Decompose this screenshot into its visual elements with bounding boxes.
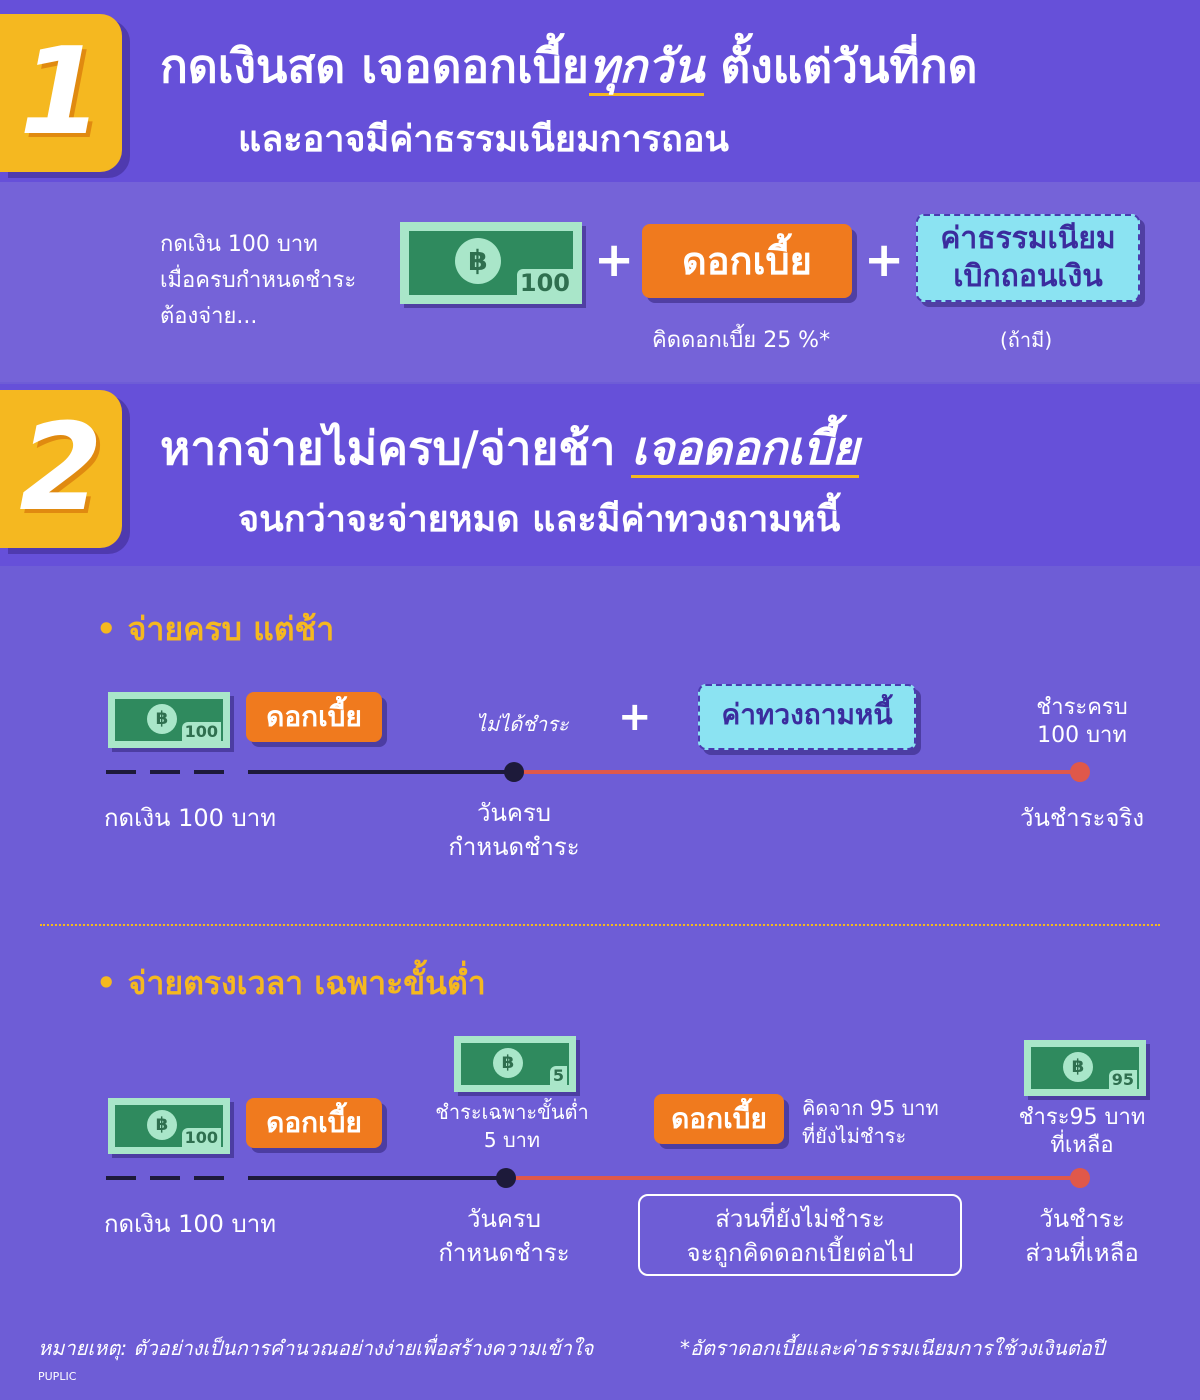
case1-due-line1: วันครบ — [476, 799, 552, 827]
withdrawal-fee-badge: ค่าธรรมเนียม เบิกถอนเงิน — [916, 214, 1140, 302]
case2-rest-line1: ชำระ95 บาท — [1018, 1105, 1146, 1130]
case2-dash-1 — [106, 1176, 136, 1180]
case1-due-dot — [504, 762, 524, 782]
case1-unpaid-label: ไม่ได้ชำระ — [476, 712, 569, 736]
case2-due-dot — [496, 1168, 516, 1188]
section2-subtitle: จนกว่าจะจ่ายหมด และมีค่าทวงถามหนี้ — [238, 499, 841, 540]
case2-interest-badge: ดอกเบี้ย — [246, 1098, 382, 1148]
case2-banknote-amount: 100 — [181, 1128, 221, 1147]
banknote-amount: 100 — [516, 269, 573, 297]
case2-calc-line2: ที่ยังไม่ชำระ — [802, 1124, 907, 1148]
section1-title-emph: ทุกวัน — [588, 39, 705, 96]
section2-number: 2 — [0, 390, 122, 548]
section2-title-part1: หากจ่ายไม่ครบ/จ่ายช้า — [160, 421, 632, 475]
section1-intro-line3: ต้องจ่าย... — [160, 304, 258, 329]
case2-due-label: วันครบ กำหนดชำระ — [414, 1202, 594, 1270]
case1-paid-full: ชำระครบ 100 บาท — [1004, 694, 1160, 750]
case2-unpaid-note-box: ส่วนที่ยังไม่ชำระ จะถูกคิดดอกเบี้ยต่อไป — [638, 1194, 962, 1276]
case1-due-line2: กำหนดชำระ — [448, 833, 580, 861]
case2-min-pay-line1: ชำระเฉพาะขั้นต่ำ — [435, 1100, 589, 1124]
case2-rest-pay-line1: วันชำระ — [1039, 1205, 1125, 1233]
case2-timeline-black — [248, 1176, 506, 1180]
case1-heading: • จ่ายครบ แต่ช้า — [96, 610, 335, 648]
baht-symbol-icon: ฿ — [147, 704, 177, 734]
section-divider — [40, 924, 1160, 926]
section2-header — [0, 384, 1200, 566]
baht-symbol-icon: ฿ — [1063, 1052, 1093, 1082]
footer-brand: PUPLIC — [38, 1370, 77, 1383]
case1-interest-badge: ดอกเบี้ย — [246, 692, 382, 742]
case1-plus-icon: + — [618, 694, 652, 740]
case2-rest-banknote-amount: 95 — [1108, 1070, 1137, 1089]
section1-subtitle: และอาจมีค่าธรรมเนียมการถอน — [238, 119, 730, 160]
case2-timeline-red — [506, 1176, 1080, 1180]
section2-title-emph: เจอดอกเบี้ย — [631, 421, 860, 478]
case2-due-line1: วันครบ — [466, 1205, 542, 1233]
case2-rest-pay-label: วันชำระ ส่วนที่เหลือ — [1002, 1202, 1162, 1270]
case2-min-pay-line2: 5 บาท — [483, 1128, 541, 1152]
fee-optional-note: (ถ้ามี) — [1000, 328, 1053, 352]
case1-start-label: กดเงิน 100 บาท — [104, 804, 277, 832]
case1-paid-full-line1: ชำระครบ — [1036, 695, 1128, 720]
case1-banknote-amount: 100 — [181, 722, 221, 741]
section1-number: 1 — [0, 14, 122, 172]
baht-symbol-icon: ฿ — [147, 1110, 177, 1140]
case1-collection-fee-badge: ค่าทวงถามหนี้ — [698, 684, 916, 750]
section1-header — [0, 0, 1200, 182]
case1-actual-pay-label: วันชำระจริง — [1020, 804, 1145, 832]
case2-rest-banknote-icon: ฿ 95 — [1024, 1040, 1146, 1096]
case2-dash-2 — [150, 1176, 180, 1180]
baht-symbol-icon: ฿ — [455, 238, 501, 284]
footer-rate-note: *อัตราดอกเบี้ยและค่าธรรมเนียมการใช้วงเงิ… — [680, 1336, 1105, 1360]
case2-calc-line1: คิดจาก 95 บาท — [802, 1096, 939, 1120]
section1-intro-line2: เมื่อครบกำหนดชำระ — [160, 268, 357, 293]
withdrawal-fee-line1: ค่าธรรมเนียม — [940, 221, 1116, 256]
case2-heading: • จ่ายตรงเวลา เฉพาะขั้นต่ำ — [96, 964, 486, 1002]
case2-due-line2: กำหนดชำระ — [438, 1239, 570, 1267]
section1-title-part2: ตั้งแต่วันที่กด — [704, 39, 978, 93]
interest-badge: ดอกเบี้ย — [642, 224, 852, 298]
withdrawal-fee-line2: เบิกถอนเงิน — [953, 259, 1103, 294]
section1-intro-line1: กดเงิน 100 บาท — [160, 232, 318, 257]
case1-paid-full-line2: 100 บาท — [1037, 723, 1127, 748]
case2-rest-pay: ชำระ95 บาท ที่เหลือ — [1000, 1104, 1164, 1160]
section2-title: หากจ่ายไม่ครบ/จ่ายช้า เจอดอกเบี้ย — [160, 412, 860, 485]
plus-icon-2: + — [864, 232, 905, 288]
interest-rate-note: คิดดอกเบี้ย 25 %* — [652, 328, 831, 353]
case2-rest-pay-line2: ส่วนที่เหลือ — [1025, 1239, 1139, 1267]
case2-banknote-icon: ฿ 100 — [108, 1098, 230, 1154]
case1-due-label: วันครบ กำหนดชำระ — [424, 796, 604, 864]
case2-min-banknote-icon: ฿ 5 — [454, 1036, 576, 1092]
plus-icon: + — [594, 232, 635, 288]
banknote-icon: ฿ 100 — [400, 222, 582, 304]
case2-calc-note: คิดจาก 95 บาท ที่ยังไม่ชำระ — [802, 1094, 939, 1150]
case2-dash-3 — [194, 1176, 224, 1180]
section1-title-part1: กดเงินสด เจอดอกเบี้ย — [160, 39, 589, 93]
section1-title: กดเงินสด เจอดอกเบี้ยทุกวัน ตั้งแต่วันที่… — [160, 30, 978, 103]
footer-note: หมายเหตุ: ตัวอย่างเป็นการคำนวณอย่างง่ายเ… — [38, 1336, 594, 1360]
case2-interest-badge-2: ดอกเบี้ย — [654, 1094, 784, 1144]
case2-rest-line2: ที่เหลือ — [1050, 1133, 1114, 1158]
case1-dash-3 — [194, 770, 224, 774]
case2-min-pay: ชำระเฉพาะขั้นต่ำ 5 บาท — [420, 1098, 604, 1154]
case1-timeline-black — [248, 770, 514, 774]
case1-pay-dot — [1070, 762, 1090, 782]
case2-box-line1: ส่วนที่ยังไม่ชำระ — [715, 1205, 885, 1233]
case1-banknote-icon: ฿ 100 — [108, 692, 230, 748]
case1-timeline-red — [514, 770, 1080, 774]
case2-box-line2: จะถูกคิดดอกเบี้ยต่อไป — [686, 1239, 914, 1267]
baht-symbol-icon: ฿ — [493, 1048, 523, 1078]
case2-min-banknote-amount: 5 — [549, 1066, 567, 1085]
case2-start-label: กดเงิน 100 บาท — [104, 1210, 277, 1238]
case2-pay-dot — [1070, 1168, 1090, 1188]
case1-dash-2 — [150, 770, 180, 774]
case1-dash-1 — [106, 770, 136, 774]
